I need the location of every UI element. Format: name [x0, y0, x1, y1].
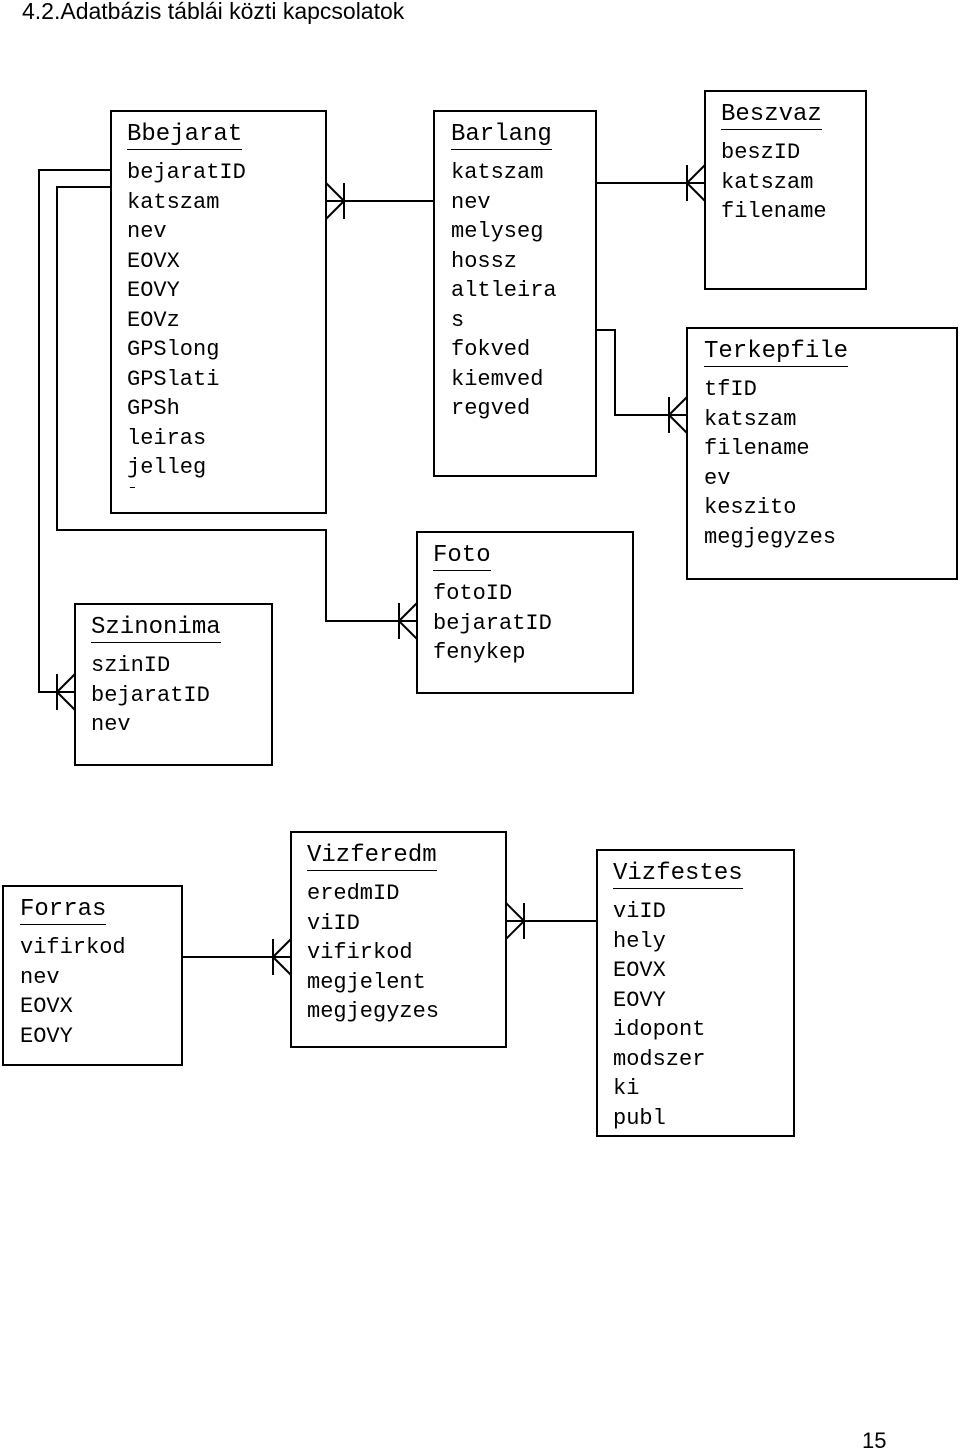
field-viid: viID	[613, 899, 666, 924]
field-modszer: modszer	[613, 1046, 706, 1072]
field-viid: viID	[307, 910, 360, 936]
field-filename: filename	[721, 199, 827, 224]
field-leiras: leiras	[127, 425, 207, 451]
relation-vizferedm-vizfestes	[505, 902, 597, 940]
field-eovy: EOVY	[613, 987, 666, 1013]
entity-beszvaz: Beszvaz beszID katszam filename	[704, 90, 867, 290]
entity-title: Barlang	[451, 121, 552, 150]
field-nev: nev	[91, 712, 131, 737]
field-nev: nev	[451, 189, 491, 215]
field-fotoid: fotoID	[433, 581, 513, 606]
field-szinid: szinID	[91, 653, 171, 678]
field-eovx: EOVX	[20, 994, 73, 1019]
field-idopont: idopont	[613, 1017, 706, 1042]
page-heading: 4.2.Adatbázis táblái közti kapcsolatok	[22, 0, 405, 24]
entity-title: Forras	[20, 896, 107, 925]
entity-title: Foto	[433, 542, 491, 571]
relation-forras-vizferedm	[182, 938, 292, 976]
field-eovz: EOVz	[127, 307, 180, 333]
entity-barlang: Barlang katszam nev melyseg hossz altlei…	[433, 110, 597, 477]
field-nev: nev	[127, 219, 167, 244]
field-bejaratid: bejaratID	[127, 160, 246, 185]
field-keszito: keszito	[704, 495, 797, 520]
field-altleira: altleira	[451, 278, 557, 303]
field-beszid: beszID	[721, 140, 801, 165]
field-ki: ki	[613, 1076, 640, 1101]
field-katszam: katszam	[721, 169, 814, 195]
entity-vizfestes: Vizfestes viID hely EOVX EOVY idopont mo…	[596, 849, 795, 1137]
field-nev: nev	[20, 964, 60, 990]
field-eovy: EOVY	[127, 278, 180, 303]
entity-title: Vizfestes	[613, 860, 743, 889]
field-katszam: katszam	[704, 406, 797, 432]
field-bejaratid: bejaratID	[433, 610, 552, 636]
field-vifirkod: vifirkod	[20, 935, 126, 960]
entity-title: Beszvaz	[721, 101, 822, 130]
field-megjegyzes: megjegyzes	[307, 999, 440, 1024]
field-bejaratid: bejaratID	[91, 682, 210, 708]
entity-forras: Forras vifirkod nev EOVX EOVY	[2, 885, 183, 1066]
field-vifirkod: vifirkod	[307, 940, 413, 965]
field-eovx: EOVX	[127, 248, 180, 274]
field-hely: hely	[613, 928, 666, 954]
field-filename: filename	[704, 436, 810, 461]
entity-title: Vizferedm	[307, 842, 437, 871]
field-s: s	[451, 307, 465, 333]
field-eredmid: eredmID	[307, 881, 400, 906]
relation-barlang-terkepfile	[596, 329, 688, 434]
entity-title: Terkepfile	[704, 338, 849, 367]
field-tfid: tfID	[704, 377, 757, 402]
field-gpsh: GPSh	[127, 396, 180, 421]
field-gpslong: GPSlong	[127, 337, 220, 362]
field-eovy: EOVY	[20, 1023, 73, 1049]
entity-title: Szinonima	[91, 614, 221, 643]
field-fokved: fokved	[451, 337, 531, 362]
field-kiemved: kiemved	[451, 366, 544, 392]
relation-bbejarat-szinonima	[38, 169, 110, 711]
field-fenykep: fenykep	[433, 640, 526, 665]
relation-barlang-beszvaz	[596, 164, 706, 202]
field-melyseg: melyseg	[451, 219, 544, 244]
field-hossz: hossz	[451, 248, 518, 274]
field-publ: publ	[613, 1105, 666, 1131]
field-lezaras: lezaras	[127, 483, 325, 489]
field-gpslati: GPSlati	[127, 366, 220, 392]
field-katszam: katszam	[127, 189, 220, 215]
field-megjelent: megjelent	[307, 969, 426, 995]
relation-bbejarat-foto	[56, 186, 418, 640]
field-eovx: EOVX	[613, 958, 666, 983]
entity-terkepfile: Terkepfile tfID katszam filename ev kesz…	[686, 327, 958, 580]
field-jelleg: jelleg	[127, 455, 207, 480]
field-megjegyzes: megjegyzes	[704, 524, 837, 550]
field-katszam: katszam	[451, 160, 544, 185]
entity-szinonima: Szinonima szinID bejaratID nev	[74, 603, 273, 766]
entity-title: Bbejarat	[127, 121, 243, 150]
field-ev: ev	[704, 465, 731, 491]
field-regved: regved	[451, 396, 531, 421]
entity-vizferedm: Vizferedm eredmID viID vifirkod megjelen…	[290, 831, 507, 1048]
page-number: 15	[862, 1428, 887, 1453]
entity-foto: Foto fotoID bejaratID fenykep	[416, 531, 634, 694]
entity-bbejarat: Bbejarat bejaratID katszam nev EOVX EOVY…	[110, 110, 327, 514]
relation-bbejarat-barlang	[325, 182, 434, 220]
